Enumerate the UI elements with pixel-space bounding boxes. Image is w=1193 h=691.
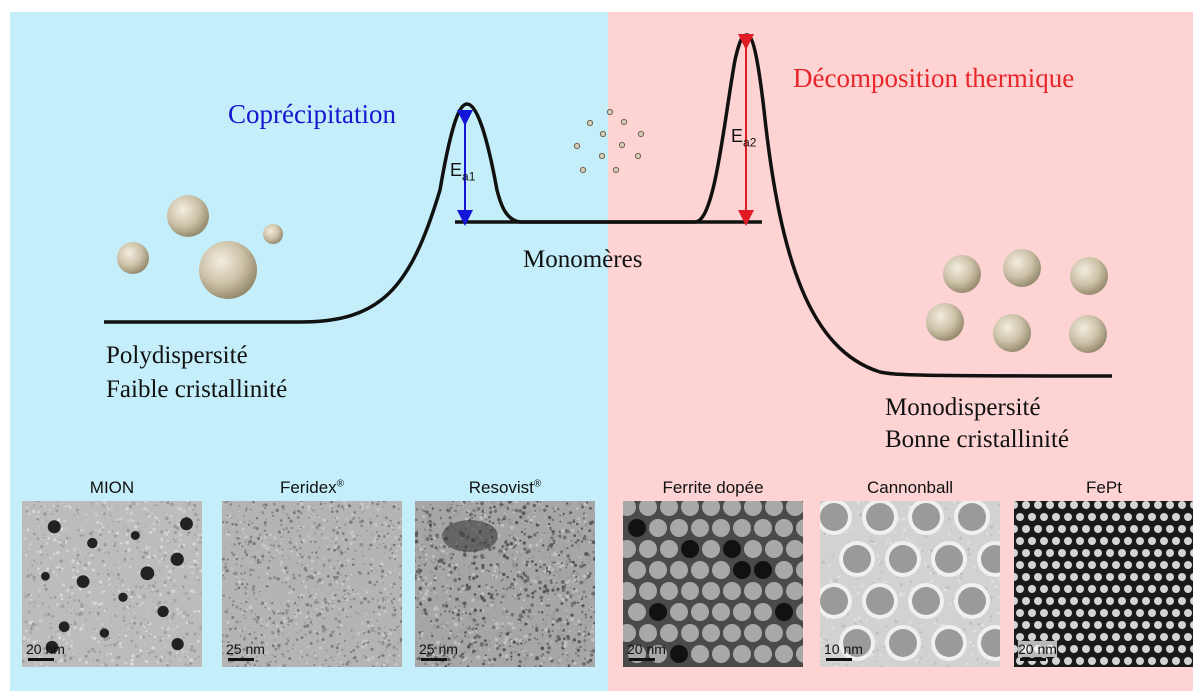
tem-image-resovist: 25 nm <box>415 501 595 667</box>
tem-image-feridex: 25 nm <box>222 501 402 667</box>
monodisperse-particles <box>926 249 1108 353</box>
tem-image-ferrite-dopee: 20 nm <box>623 501 803 667</box>
caption-resovist: Resovist® <box>468 478 542 497</box>
caption-mion: MION <box>89 478 135 497</box>
tem-image-mion: 20 nm <box>22 501 202 667</box>
tem-image-fept: 20 nm <box>1014 501 1193 667</box>
ea2-label: Ea2 <box>731 126 757 150</box>
monodispersity-label: Monodispersité <box>885 394 1041 421</box>
scale-label: 20 nm <box>26 641 65 657</box>
thermal-decomposition-title: Décomposition thermique <box>793 63 1075 93</box>
caption-fept: FePt <box>1086 478 1122 497</box>
scale-label: 10 nm <box>824 641 863 657</box>
caption-feridex: Feridex® <box>279 478 345 497</box>
scale-bar <box>1020 658 1046 661</box>
scale-label: 20 nm <box>1018 641 1057 657</box>
energy-curve <box>104 33 1113 378</box>
coprecipitation-title: Coprécipitation <box>228 99 396 129</box>
caption-cannonball: Cannonball <box>866 478 953 497</box>
scale-label: 25 nm <box>419 641 458 657</box>
scale-bar <box>629 658 655 661</box>
scale-bar <box>826 658 852 661</box>
caption-ferrite-dopee: Ferrite dopée <box>662 478 764 497</box>
scale-bar <box>28 658 54 661</box>
low-crystallinity-label: Faible cristallinité <box>106 376 288 403</box>
polydisperse-particles <box>117 195 283 299</box>
monomer-dots <box>573 108 645 174</box>
good-crystallinity-label: Bonne cristallinité <box>885 426 1069 453</box>
scale-label: 20 nm <box>627 641 666 657</box>
ea1-label: Ea1 <box>450 160 476 184</box>
monomers-label: Monomères <box>523 246 643 273</box>
scale-label: 25 nm <box>226 641 265 657</box>
scale-bar <box>421 658 447 661</box>
scale-bar <box>228 658 254 661</box>
tem-image-cannonball: 10 nm <box>820 501 1000 667</box>
polydispersity-label: Polydispersité <box>106 342 248 369</box>
